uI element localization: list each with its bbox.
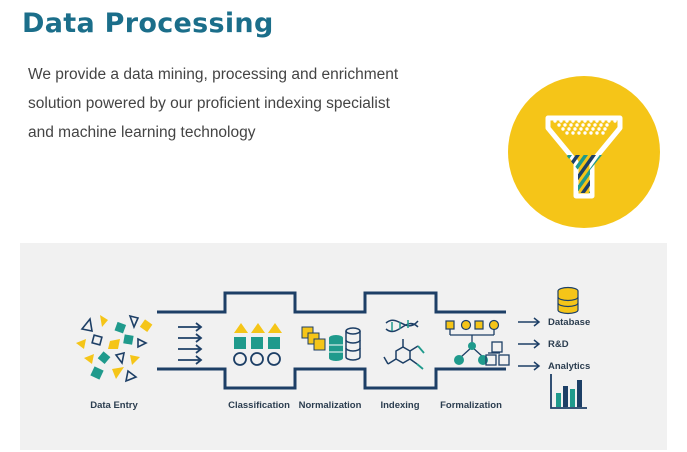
output-label-database: Database [548,317,591,328]
data-processing-badge [508,76,660,228]
stage-label-data-entry: Data Entry [90,400,138,411]
page-title: Data Processing [22,8,274,39]
pipe-bottom-edge [157,367,506,390]
intro-text: We provide a data mining, processing and… [28,60,408,147]
intro-line-2: solution powered by our proficient index… [28,95,390,112]
stage-label-formalization: Formalization [440,400,502,411]
scattered-shapes-icon [76,314,153,383]
database-icon [557,286,579,315]
panel-background [20,243,667,450]
hierarchy-tree-icon [445,319,510,366]
pipeline-panel: Data Entry Classification Normalization … [20,243,667,450]
stacked-blocks-icon [301,326,361,361]
intro-line-1: We provide a data mining, processing and… [28,66,399,83]
flow-arrows-icon [178,322,203,365]
stage-label-indexing: Indexing [380,400,420,411]
output-label-rd: R&D [548,339,569,350]
output-label-analytics: Analytics [548,361,591,372]
sorted-shapes-icon [233,323,282,366]
stage-label-classification: Classification [228,400,290,411]
stage-label-normalization: Normalization [298,400,362,411]
funnel-icon [545,115,623,199]
molecule-dna-icon [383,319,425,370]
output-arrows-icon [518,317,541,371]
pipeline-diagram [20,243,667,450]
intro-line-3: and machine learning technology [28,124,256,141]
bar-chart-icon [550,374,587,409]
pipe-top-edge [157,291,506,314]
